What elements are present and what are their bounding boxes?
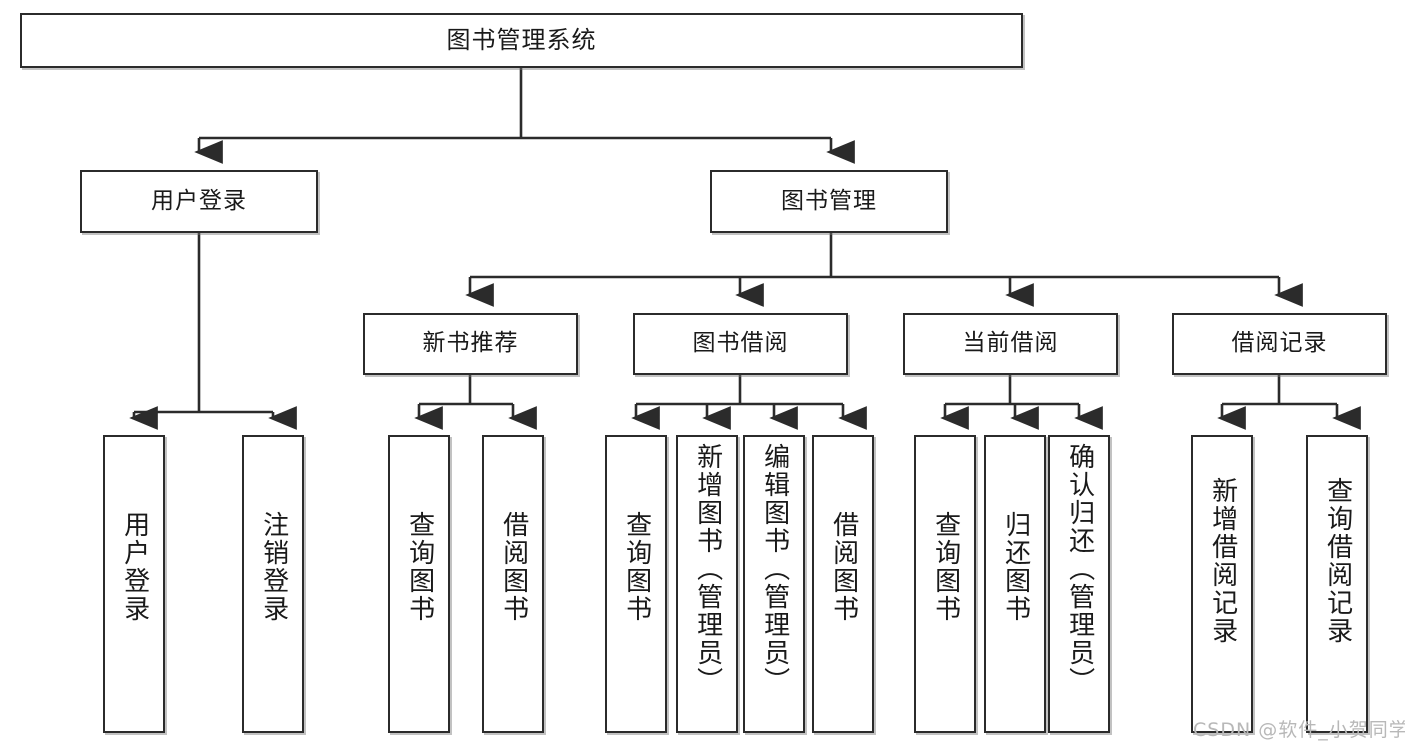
leaf-book-borrow-query[interactable]: 查询图书 [605, 435, 667, 733]
node-book-borrow[interactable]: 图书借阅 [633, 313, 848, 375]
node-label: 借阅记录 [1231, 330, 1328, 357]
leaf-label: 查询图书 [930, 511, 961, 623]
leaf-label: 用户登录 [119, 511, 150, 623]
leaf-borrow-record-add[interactable]: 新增借阅记录 [1191, 435, 1253, 733]
leaf-current-borrow-confirm[interactable]: 确认归还（管理员） [1048, 435, 1110, 733]
leaf-label: 借阅图书 [828, 511, 859, 623]
leaf-label: 归还图书 [1000, 511, 1031, 623]
node-label: 图书借阅 [692, 330, 789, 357]
leaf-label: 查询图书 [404, 511, 435, 623]
csdn-watermark: CSDN @软件_小贺同学 [1193, 719, 1405, 741]
leaf-label: 新增图书（管理员） [692, 443, 723, 695]
leaf-label: 借阅图书 [498, 511, 529, 623]
node-label: 当前借阅 [962, 330, 1059, 357]
node-current-borrow[interactable]: 当前借阅 [903, 313, 1118, 375]
node-borrow-record[interactable]: 借阅记录 [1172, 313, 1387, 375]
leaf-user-login-logout[interactable]: 注销登录 [242, 435, 304, 733]
node-label: 图书管理 [781, 187, 877, 214]
leaf-current-borrow-query[interactable]: 查询图书 [914, 435, 976, 733]
leaf-book-borrow-edit[interactable]: 编辑图书（管理员） [743, 435, 805, 733]
leaf-user-login-login[interactable]: 用户登录 [103, 435, 165, 733]
leaf-new-book-borrow[interactable]: 借阅图书 [482, 435, 544, 733]
leaf-label: 编辑图书（管理员） [759, 443, 790, 695]
node-root-system[interactable]: 图书管理系统 [20, 13, 1023, 68]
leaf-label: 查询借阅记录 [1322, 477, 1353, 645]
leaf-label: 确认归还（管理员） [1064, 443, 1095, 695]
leaf-label: 注销登录 [258, 511, 289, 623]
node-new-book-recommend[interactable]: 新书推荐 [363, 313, 578, 375]
leaf-book-borrow-borrow[interactable]: 借阅图书 [812, 435, 874, 733]
node-user-login[interactable]: 用户登录 [80, 170, 318, 233]
node-label: 图书管理系统 [446, 26, 597, 55]
leaf-borrow-record-query[interactable]: 查询借阅记录 [1306, 435, 1368, 733]
node-label: 新书推荐 [422, 330, 519, 357]
leaf-label: 新增借阅记录 [1207, 477, 1238, 645]
node-book-management[interactable]: 图书管理 [710, 170, 948, 233]
leaf-new-book-query[interactable]: 查询图书 [388, 435, 450, 733]
node-label: 用户登录 [151, 187, 247, 214]
leaf-current-borrow-return[interactable]: 归还图书 [984, 435, 1046, 733]
leaf-label: 查询图书 [621, 511, 652, 623]
leaf-book-borrow-add[interactable]: 新增图书（管理员） [676, 435, 738, 733]
